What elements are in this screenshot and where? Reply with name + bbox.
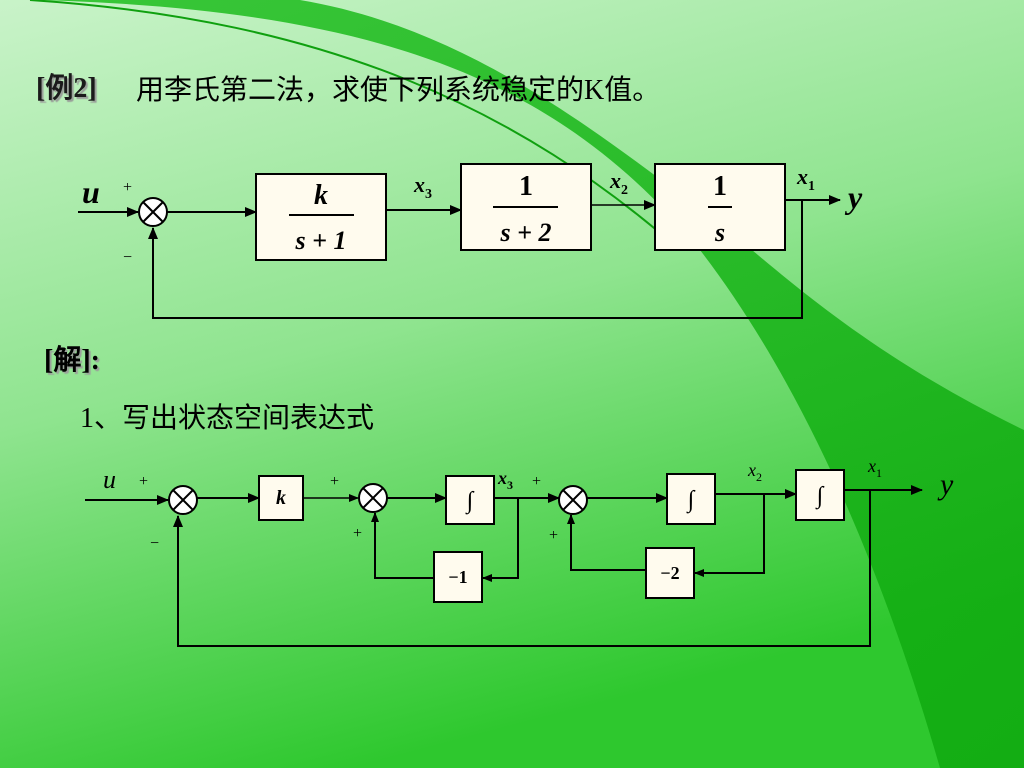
d1-plus-sign: +	[123, 179, 132, 196]
svg-text:1: 1	[519, 171, 533, 202]
d1-label-x2: x2	[609, 168, 628, 198]
d2-label-x3: x3	[497, 468, 513, 492]
d1-feedback-path	[148, 200, 803, 319]
svg-text:−1: −1	[448, 567, 467, 587]
d2-gain-minus-2-block: −2	[645, 547, 695, 599]
svg-text:s: s	[714, 218, 725, 247]
d2-integrator-3: ∫	[795, 469, 845, 521]
block-diagram-2: u + − k + + ∫ x3 +	[85, 456, 954, 647]
d1-label-x3: x3	[413, 172, 432, 202]
d2-input-u: u	[103, 465, 116, 494]
d2-outer-feedback-path	[173, 490, 871, 647]
d1-summing-junction	[138, 197, 168, 227]
d2-gain-k-block: k	[258, 475, 304, 521]
svg-text:∫: ∫	[465, 488, 475, 515]
d2-integrator-1: ∫	[445, 475, 495, 525]
problem-statement: 用李氏第二法，求使下列系统稳定的K值。	[136, 75, 661, 106]
step-1-heading: 1、写出状态空间表达式	[80, 403, 375, 434]
d1-output-y: y	[844, 179, 863, 215]
svg-text:k: k	[314, 180, 328, 211]
d1-block-k-over-s-plus-1: k s + 1	[255, 173, 387, 261]
decor-curve-line	[29, 0, 681, 251]
d2-feedback-loop-x2	[694, 494, 765, 577]
d2-gain-minus-1-block: −1	[433, 551, 483, 603]
d2-label-x1: x1	[867, 456, 882, 480]
d2-output-y: y	[937, 468, 954, 501]
svg-text:∫: ∫	[686, 487, 696, 514]
d2-minus-1: −	[150, 535, 159, 552]
svg-text:1: 1	[713, 171, 727, 202]
svg-text:s + 1: s + 1	[295, 226, 347, 255]
solution-tag: [解]:	[44, 345, 100, 376]
d2-plus-2: +	[330, 473, 339, 490]
d2-plus-3: +	[353, 525, 362, 542]
d1-input-u: u	[82, 174, 100, 210]
d2-summing-junction-2	[358, 483, 388, 513]
svg-text:−2: −2	[660, 563, 679, 583]
svg-text:k: k	[276, 487, 286, 509]
d2-plus-1: +	[139, 473, 148, 490]
d1-block-1-over-s-plus-2: 1 s + 2	[460, 163, 592, 251]
d2-summing-junction-1	[168, 485, 198, 515]
d2-summing-junction-3	[558, 485, 588, 515]
block-diagram-1: u + − k s + 1 x3 1 s + 2 x2	[78, 163, 863, 319]
d2-plus-4: +	[532, 473, 541, 490]
d1-minus-sign: −	[123, 249, 132, 266]
d2-feedback-loop-x3	[482, 498, 519, 582]
svg-text:s + 2: s + 2	[500, 218, 552, 247]
d2-label-x2: x2	[747, 460, 762, 484]
d1-block-1-over-s: 1 s	[654, 163, 786, 251]
example-tag: [例2]	[36, 73, 97, 104]
d2-integrator-2: ∫	[666, 473, 716, 525]
d1-label-x1: x1	[796, 164, 815, 194]
decor-swoosh	[40, 0, 1024, 768]
svg-text:∫: ∫	[815, 483, 825, 510]
d2-plus-5: +	[549, 527, 558, 544]
